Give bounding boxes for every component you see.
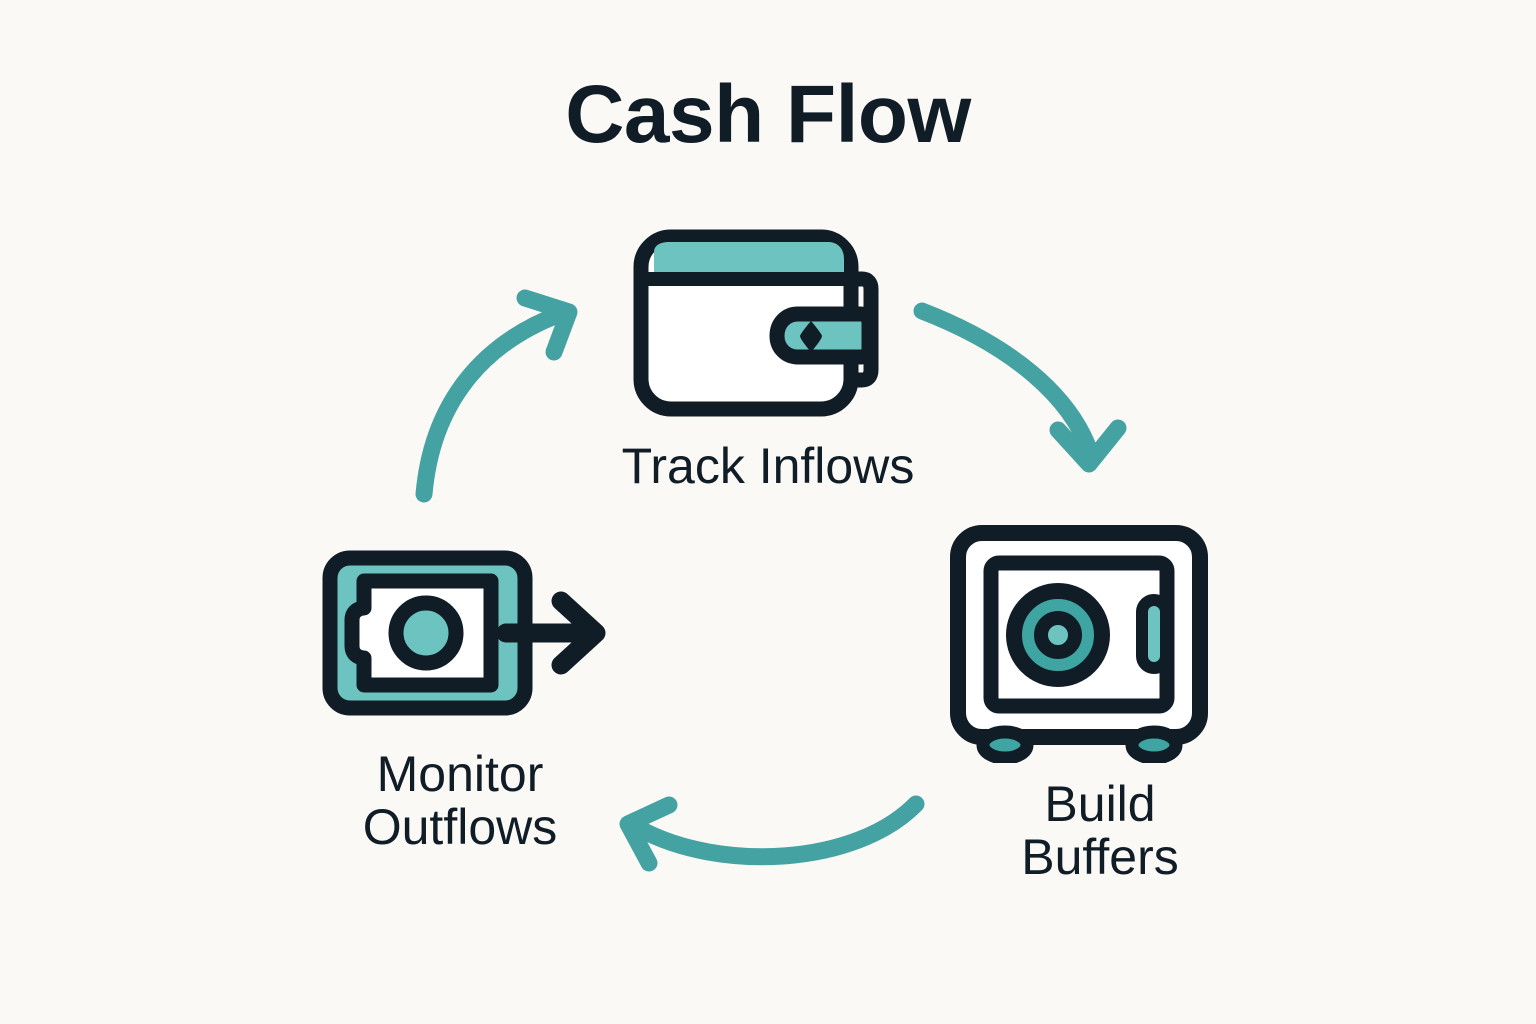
wallet-icon bbox=[632, 228, 880, 418]
safe-icon bbox=[948, 525, 1210, 765]
node-label-track-inflows: Track Inflows bbox=[621, 438, 915, 494]
banknote-outflow-icon bbox=[320, 548, 610, 718]
node-label-monitor-outflows: Monitor Outflows bbox=[362, 746, 558, 855]
node-label-build-buffers: Build Buffers bbox=[1021, 776, 1179, 885]
arrow-build-to-monitor bbox=[619, 795, 925, 872]
page-title: Cash Flow bbox=[565, 69, 971, 160]
